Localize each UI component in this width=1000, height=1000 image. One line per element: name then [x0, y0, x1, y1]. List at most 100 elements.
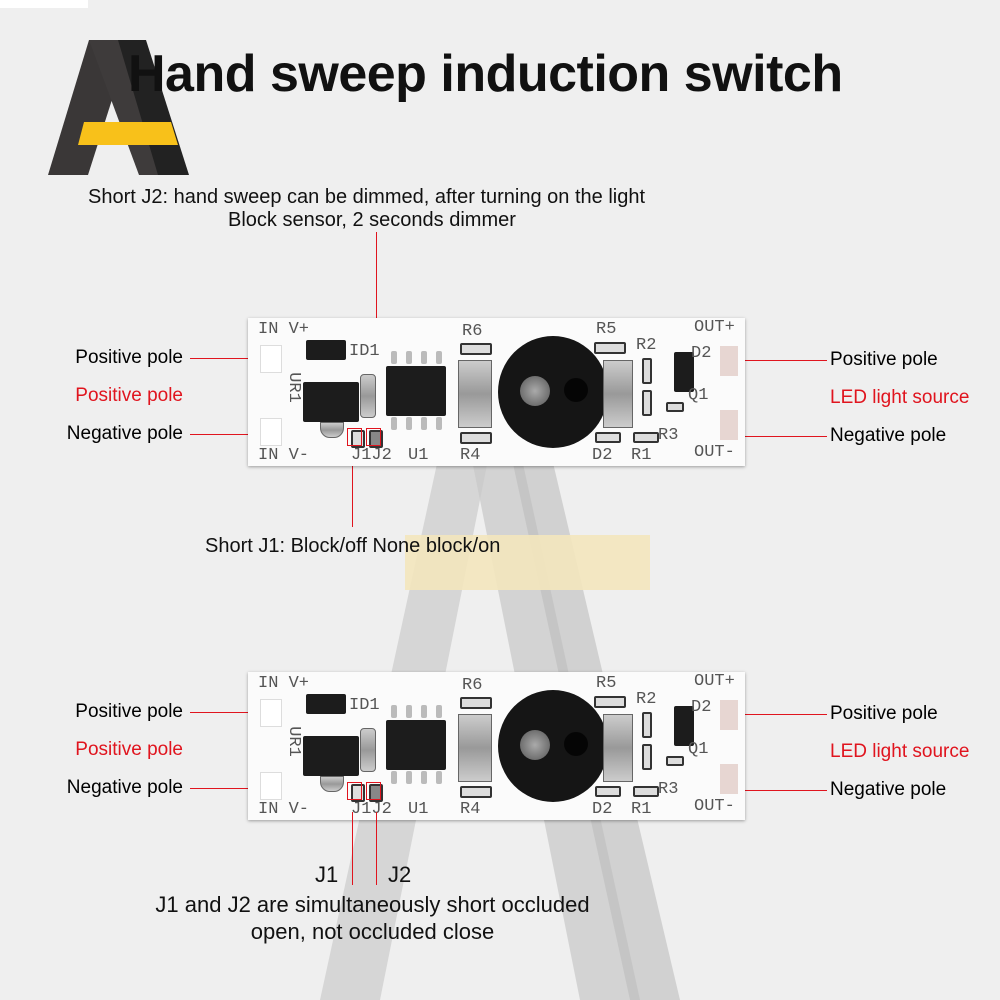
- silk-out-minus: OUT-: [694, 797, 735, 816]
- capacitor: [360, 728, 376, 772]
- ic-pin: [436, 351, 442, 364]
- ic-u1: [386, 366, 446, 416]
- silk-d2: D2: [592, 800, 613, 819]
- left-pointer-line: [190, 358, 262, 359]
- ic-pin: [391, 351, 397, 364]
- page-title: Hand sweep induction switch: [128, 45, 843, 103]
- resistor-r5: [594, 696, 626, 708]
- resistor-r4: [460, 786, 492, 798]
- silk-in-vplus: IN V+: [258, 674, 310, 693]
- right-label: Negative pole: [830, 779, 947, 800]
- led-d2: [595, 432, 621, 443]
- resistor-r2: [642, 712, 652, 738]
- jumper-j1-highlight: [347, 782, 362, 800]
- ic-pin: [391, 417, 397, 430]
- silk-r2: R2: [636, 690, 657, 709]
- led-d2: [595, 786, 621, 797]
- brand-logo: [48, 40, 189, 175]
- silk-r6: R6: [462, 322, 483, 341]
- ic-pin: [436, 705, 442, 718]
- silk-q1: Q1: [688, 386, 709, 405]
- jumper-j2-pad: [369, 784, 383, 802]
- silk-ur1: UR1: [283, 372, 303, 403]
- ic-pin: [421, 771, 427, 784]
- ic-pin: [436, 417, 442, 430]
- resistor-r1: [633, 786, 659, 797]
- silk-out-minus: OUT-: [694, 443, 735, 462]
- resistor-r5: [594, 342, 626, 354]
- silk-u1: U1: [408, 800, 429, 819]
- pcb-board: IN V+ IN V- ID1 UR1 J1J2 U1 R6 R4: [248, 672, 745, 820]
- regulator-tab: [320, 776, 344, 792]
- right-label: Positive pole: [830, 349, 938, 370]
- emitter-pads-right: [603, 360, 633, 428]
- jumper-j2-highlight: [366, 782, 381, 800]
- input-positive-pad: [260, 345, 282, 373]
- output-positive-pad: [720, 346, 738, 376]
- jumper-j2-highlight: [366, 428, 381, 446]
- silk-q1: Q1: [688, 740, 709, 759]
- silk-ur1: UR1: [283, 726, 303, 757]
- output-negative-pad: [720, 410, 738, 440]
- silk-r1: R1: [631, 446, 652, 465]
- emitter-pads-left: [458, 714, 492, 782]
- right-pointer-line: [735, 436, 827, 437]
- j1-pointer-line-bottom: [352, 812, 353, 885]
- left-label: Positive pole: [75, 385, 183, 406]
- input-positive-pad: [260, 699, 282, 727]
- silk-out-plus: OUT+: [694, 672, 735, 691]
- input-negative-pad: [260, 772, 282, 800]
- silk-id1: ID1: [349, 696, 380, 715]
- ic-u1: [386, 720, 446, 770]
- j1-pointer-line: [352, 440, 353, 527]
- output-positive-pad: [720, 700, 738, 730]
- resistor-r2: [642, 358, 652, 384]
- ic-pin: [406, 771, 412, 784]
- pcb-board: IN V+ IN V- ID1 UR1 J1J2 U1 R6 R4: [248, 318, 745, 466]
- ic-pin: [391, 771, 397, 784]
- j2-note-line2: Block sensor, 2 seconds dimmer: [228, 209, 516, 231]
- silk-r3: R3: [658, 426, 679, 445]
- transistor-q1: [674, 706, 694, 746]
- ic-pin: [406, 351, 412, 364]
- ic-pin: [421, 705, 427, 718]
- bottom-note-line2: open, not occluded close: [250, 919, 495, 944]
- ic-pin: [406, 705, 412, 718]
- left-label: Positive pole: [75, 347, 183, 368]
- silk-r4: R4: [460, 446, 481, 465]
- capacitor-small: [666, 402, 684, 412]
- j1-label: J1: [315, 862, 339, 887]
- ic-pin: [391, 705, 397, 718]
- emitter-pads-right: [603, 714, 633, 782]
- left-pointer-line: [190, 788, 262, 789]
- j2-note-line1: Short J2: hand sweep can be dimmed, afte…: [88, 186, 646, 208]
- right-pointer-line: [735, 714, 827, 715]
- transistor-q1: [674, 352, 694, 392]
- diode-id1: [306, 694, 346, 714]
- right-label: Negative pole: [830, 425, 947, 446]
- top-white-strip: [0, 0, 88, 8]
- output-negative-pad: [720, 764, 738, 794]
- resistor: [642, 744, 652, 770]
- j1-note: Short J1: Block/off None block/on: [205, 535, 501, 557]
- bottom-note-line1: J1 and J2 are simultaneously short occlu…: [155, 892, 590, 917]
- silk-r2: R2: [636, 336, 657, 355]
- jumper-j1-highlight: [347, 428, 362, 446]
- resistor: [642, 390, 652, 416]
- right-pointer-line: [735, 790, 827, 791]
- regulator-tab: [320, 422, 344, 438]
- resistor-r1: [633, 432, 659, 443]
- left-pointer-line: [190, 712, 262, 713]
- regulator-ur1: [303, 382, 359, 422]
- silk-j1j2: J1J2: [351, 446, 392, 465]
- ic-pin: [421, 417, 427, 430]
- ic-pin: [406, 417, 412, 430]
- silk-r4: R4: [460, 800, 481, 819]
- left-label: Positive pole: [75, 739, 183, 760]
- capacitor: [360, 374, 376, 418]
- left-label: Positive pole: [75, 701, 183, 722]
- silk-id1: ID1: [349, 342, 380, 361]
- jumper-j2-pad: [369, 430, 383, 448]
- silk-in-vminus: IN V-: [258, 446, 310, 465]
- silk-r1: R1: [631, 800, 652, 819]
